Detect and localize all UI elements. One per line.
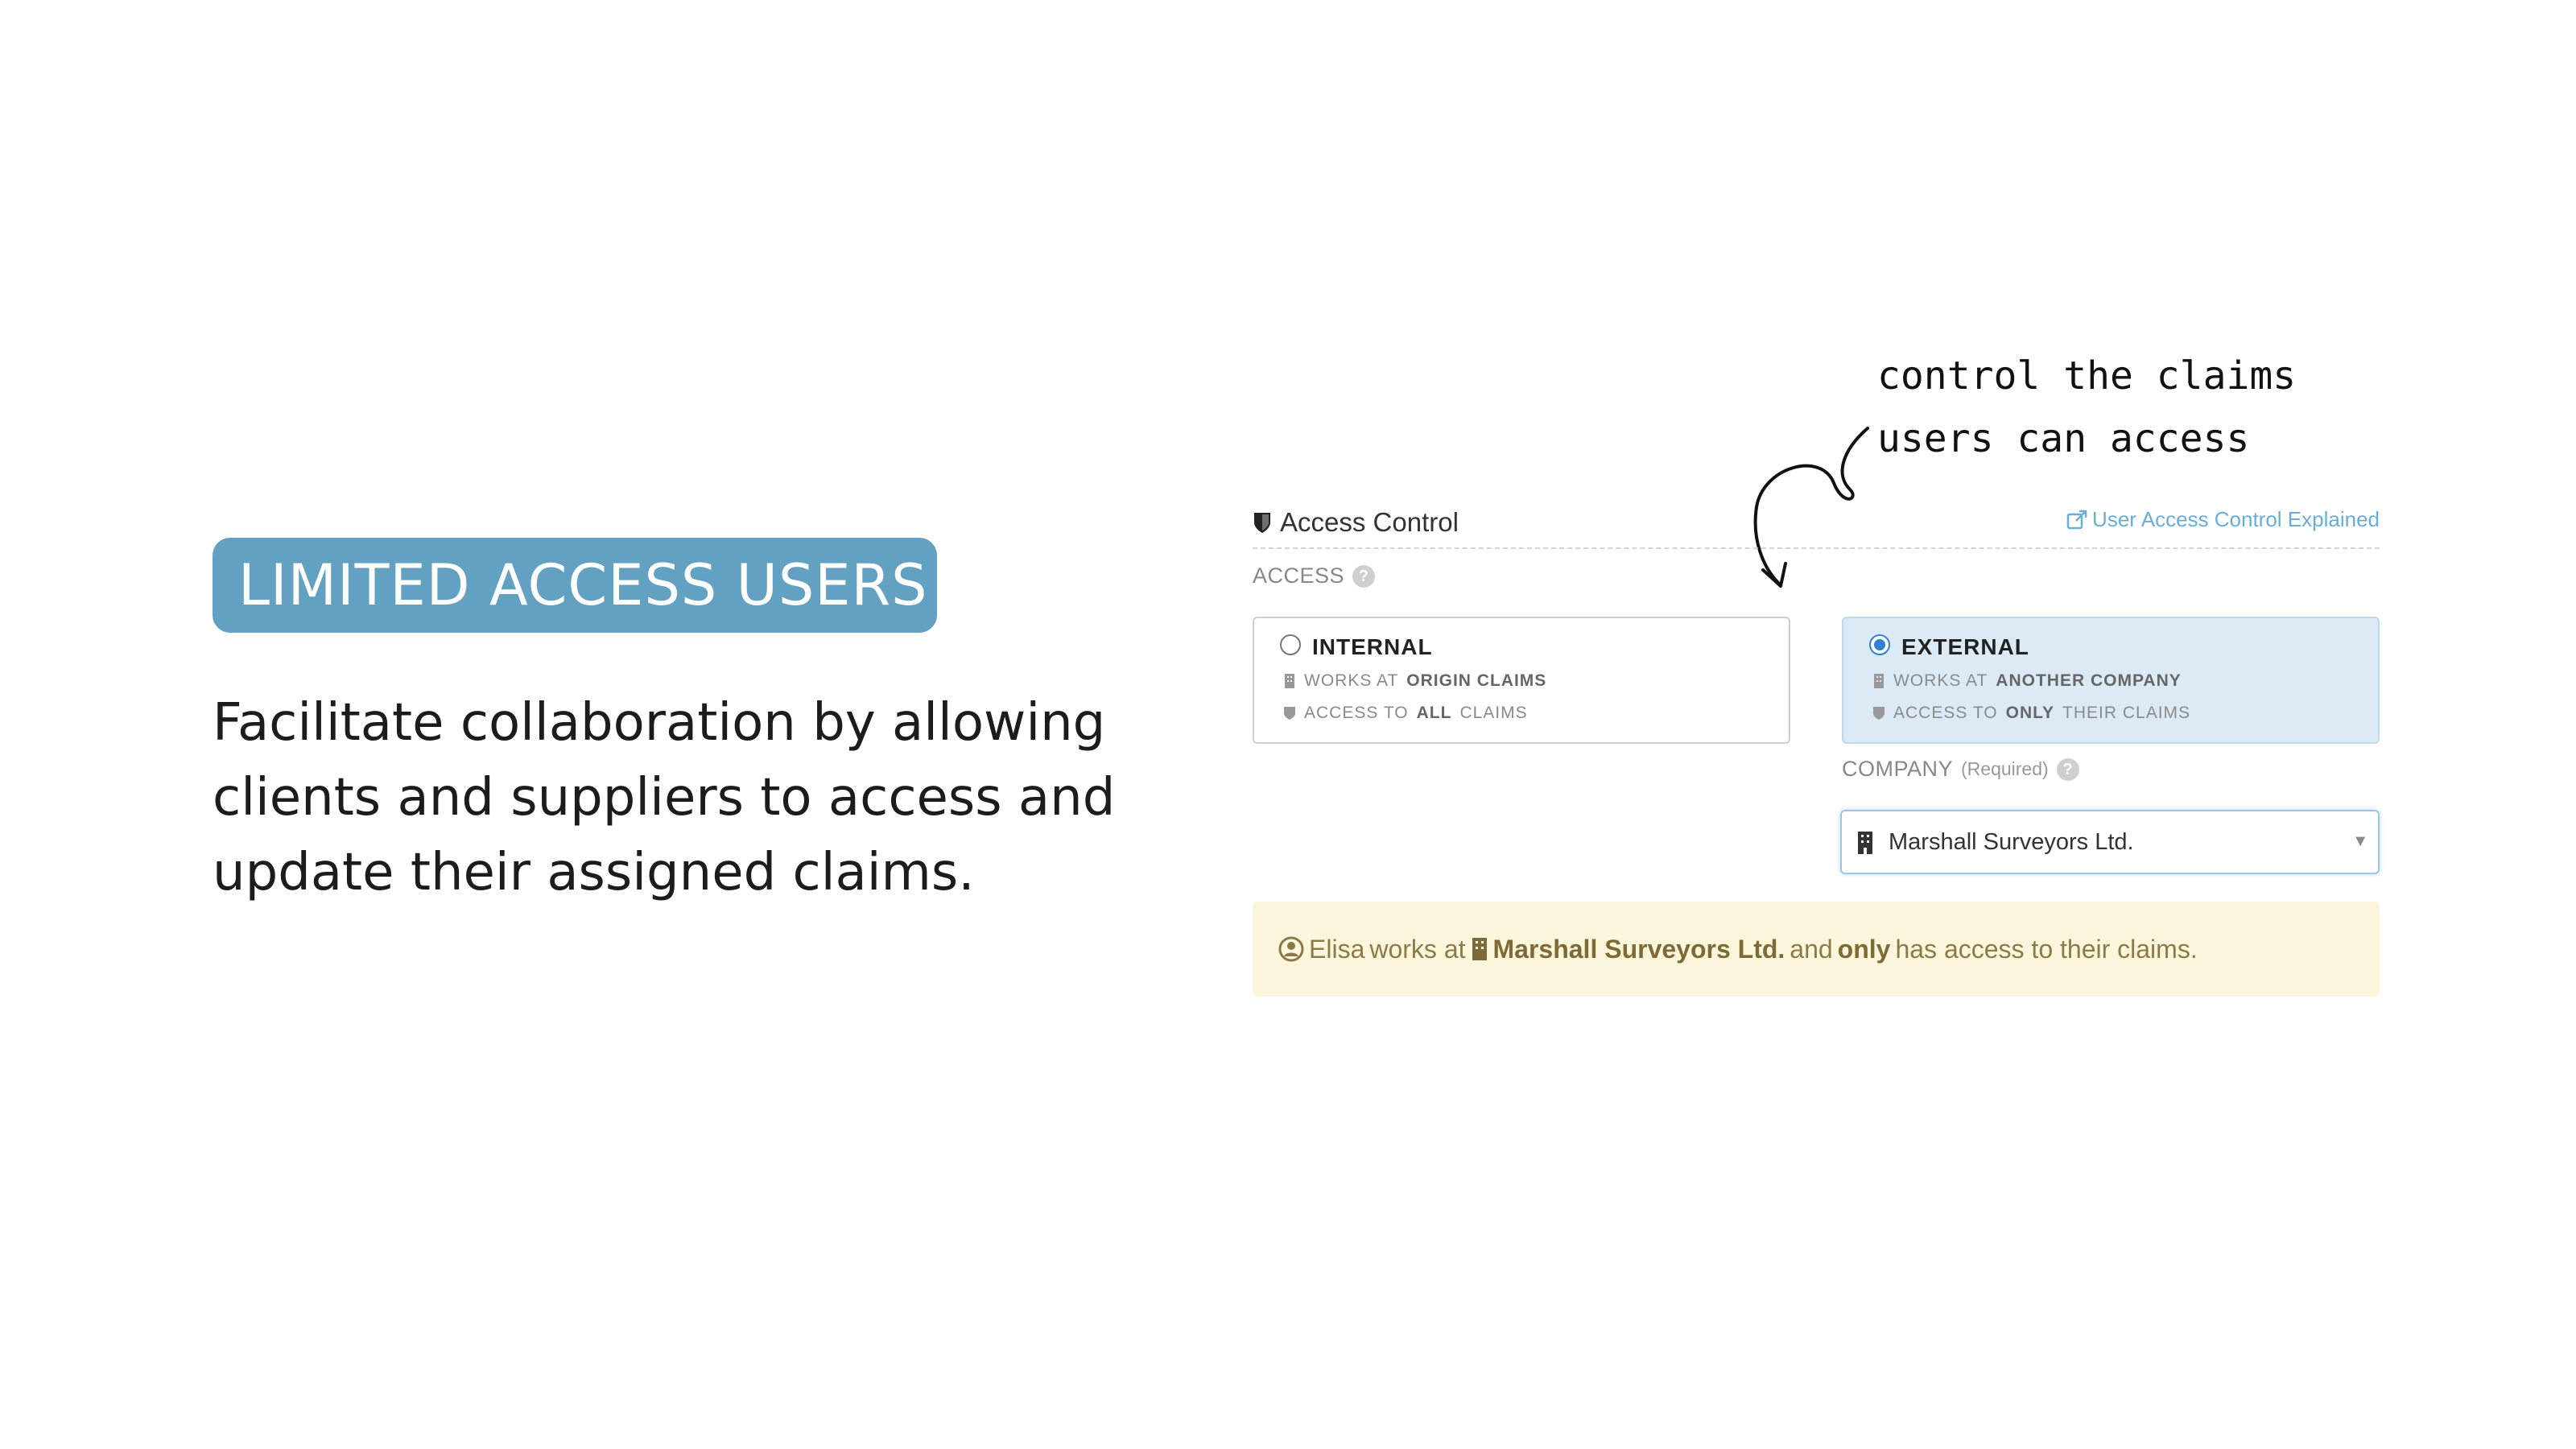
feature-description: Facilitate collaboration by allowing cli… xyxy=(213,693,1116,902)
option-title: INTERNAL xyxy=(1312,634,1433,659)
help-icon[interactable]: ? xyxy=(2056,758,2079,781)
option-detail-company: WORKS AT ANOTHER COMPANY xyxy=(1872,671,2182,691)
radio-external[interactable] xyxy=(1869,634,1890,655)
shield-icon xyxy=(1873,707,1885,720)
access-option-internal[interactable]: INTERNAL WORKS AT ORIGIN CLAIMS ACCESS T… xyxy=(1253,617,1790,744)
detail-prefix: ACCESS TO xyxy=(1304,704,1409,722)
option-detail-company: WORKS AT ORIGIN CLAIMS xyxy=(1283,671,1546,691)
building-icon xyxy=(1472,938,1487,960)
callout-line-1: control the claims xyxy=(1877,353,2297,398)
company-label: COMPANY (Required) ? xyxy=(1842,757,2079,782)
curved-arrow-icon xyxy=(1753,427,1869,588)
detail-prefix: WORKS AT xyxy=(1304,671,1399,690)
detail-bold: ONLY xyxy=(2005,704,2055,722)
help-link-text[interactable]: User Access Control Explained xyxy=(2092,507,2380,531)
access-label-text: ACCESS xyxy=(1253,564,1345,588)
radio-internal[interactable] xyxy=(1280,634,1301,655)
building-icon xyxy=(1285,674,1294,688)
chevron-down-icon[interactable]: ▼ xyxy=(2352,832,2368,850)
panel-title: Access Control xyxy=(1253,507,1459,538)
required-hint: (Required) xyxy=(1961,758,2049,779)
notice-user-name: Elisa xyxy=(1309,934,1365,964)
option-detail-access: ACCESS TO ALL CLAIMS xyxy=(1283,704,1528,723)
option-title: EXTERNAL xyxy=(1901,634,2029,659)
company-select-value: Marshall Surveyors Ltd. xyxy=(1889,829,2134,855)
notice-text: works at xyxy=(1369,934,1466,964)
access-option-external[interactable]: EXTERNAL WORKS AT ANOTHER COMPANY ACCESS… xyxy=(1842,617,2380,744)
shield-icon xyxy=(1254,513,1270,533)
external-link-icon xyxy=(2066,510,2087,529)
company-label-text: COMPANY xyxy=(1842,757,1954,781)
detail-suffix: THEIR CLAIMS xyxy=(2062,704,2191,722)
option-detail-access: ACCESS TO ONLY THEIR CLAIMS xyxy=(1872,704,2190,723)
access-label: ACCESS ? xyxy=(1253,564,1376,588)
panel-title-text: Access Control xyxy=(1280,507,1459,537)
detail-suffix: CLAIMS xyxy=(1459,704,1528,722)
access-summary-notice: Elisa works at Marshall Surveyors Ltd. a… xyxy=(1253,902,2380,997)
detail-bold: ANOTHER COMPANY xyxy=(1996,671,2182,690)
company-select[interactable]: Marshall Surveyors Ltd. ▼ xyxy=(1840,810,2380,874)
section-badge: LIMITED ACCESS USERS xyxy=(213,538,937,633)
building-icon xyxy=(1858,832,1872,854)
detail-bold: ORIGIN CLAIMS xyxy=(1406,671,1547,690)
building-icon xyxy=(1874,674,1884,688)
annotation-callout: control the claims users can access xyxy=(1877,345,2360,470)
help-link[interactable]: User Access Control Explained xyxy=(2066,507,2380,532)
notice-emphasis: only xyxy=(1837,934,1891,964)
panel-header: Access Control User Access Control Expla… xyxy=(1253,499,2380,549)
access-control-panel: Access Control User Access Control Expla… xyxy=(1253,499,2380,998)
detail-bold: ALL xyxy=(1416,704,1452,722)
user-icon xyxy=(1278,936,1304,962)
shield-icon xyxy=(1284,707,1295,720)
help-icon[interactable]: ? xyxy=(1352,564,1376,588)
notice-company: Marshall Surveyors Ltd. xyxy=(1492,934,1785,964)
detail-prefix: ACCESS TO xyxy=(1893,704,1998,722)
callout-line-2: users can access xyxy=(1877,416,2250,461)
notice-text: has access to their claims. xyxy=(1895,934,2198,964)
notice-text: and xyxy=(1790,934,1833,964)
detail-prefix: WORKS AT xyxy=(1893,671,1988,690)
